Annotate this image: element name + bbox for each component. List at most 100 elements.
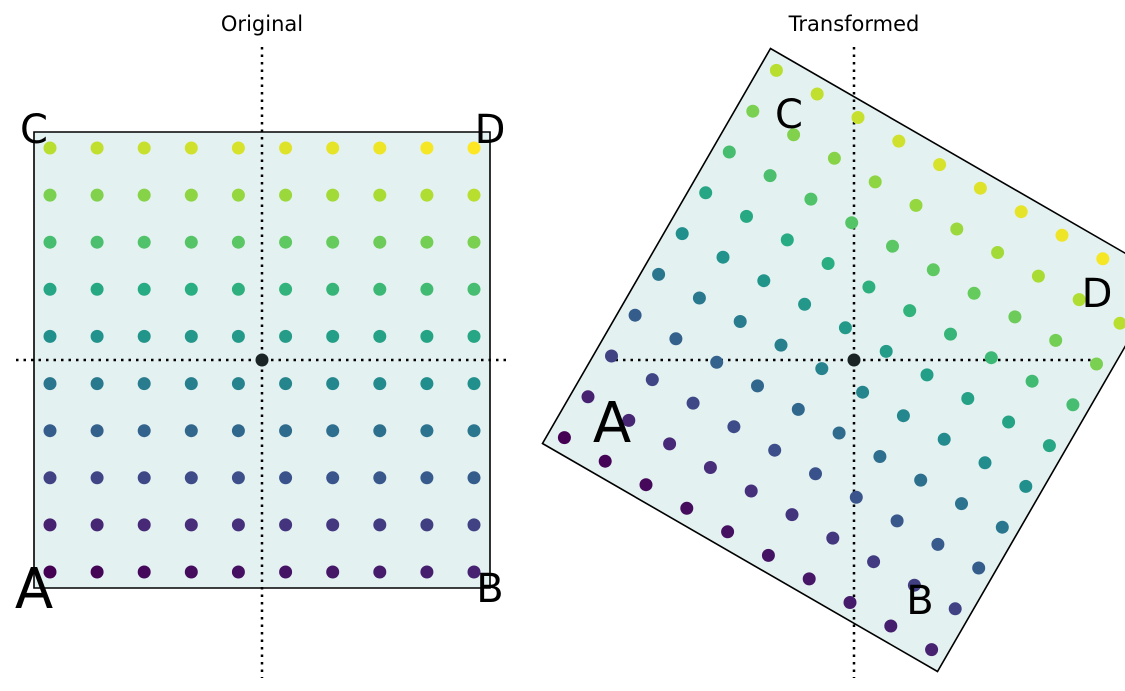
grid-point bbox=[373, 377, 387, 391]
grid-point bbox=[721, 525, 735, 539]
grid-point bbox=[727, 420, 741, 434]
grid-point bbox=[467, 471, 481, 485]
origin-marker-transformed bbox=[847, 353, 861, 367]
grid-point bbox=[279, 471, 293, 485]
grid-point bbox=[326, 141, 340, 155]
grid-point bbox=[1002, 415, 1016, 429]
panel-original: Original A B C D bbox=[15, 12, 508, 678]
grid-point bbox=[279, 565, 293, 579]
grid-point bbox=[703, 461, 717, 474]
grid-point bbox=[326, 188, 340, 202]
grid-point bbox=[1042, 439, 1056, 453]
grid-point bbox=[43, 471, 57, 485]
grid-point bbox=[420, 329, 434, 343]
grid-point bbox=[804, 192, 818, 206]
grid-point bbox=[90, 424, 104, 438]
grid-point bbox=[420, 377, 434, 391]
grid-point bbox=[373, 565, 387, 579]
grid-point bbox=[326, 282, 340, 296]
grid-point bbox=[467, 329, 481, 343]
grid-point bbox=[1025, 374, 1039, 388]
grid-point bbox=[184, 188, 198, 202]
grid-point bbox=[420, 141, 434, 155]
grid-point bbox=[231, 329, 245, 343]
grid-point bbox=[373, 188, 387, 202]
grid-point bbox=[137, 377, 151, 391]
grid-point bbox=[326, 377, 340, 391]
grid-point bbox=[810, 87, 824, 101]
grid-point bbox=[279, 188, 293, 202]
grid-point bbox=[326, 565, 340, 579]
grid-point bbox=[137, 518, 151, 532]
grid-point bbox=[231, 565, 245, 579]
grid-point bbox=[652, 267, 666, 281]
grid-point bbox=[467, 235, 481, 249]
grid-point bbox=[90, 471, 104, 485]
grid-point bbox=[856, 385, 870, 399]
grid-point bbox=[373, 141, 387, 155]
grid-point bbox=[420, 424, 434, 438]
grid-point bbox=[809, 467, 822, 481]
grid-point bbox=[780, 233, 794, 247]
grid-point bbox=[467, 141, 481, 155]
panel-transformed: Transformed A B C D bbox=[541, 12, 1125, 678]
grid-point bbox=[43, 235, 57, 249]
grid-point bbox=[43, 518, 57, 532]
grid-point bbox=[184, 141, 198, 155]
grid-point bbox=[373, 329, 387, 343]
grid-point bbox=[184, 565, 198, 579]
grid-point bbox=[733, 315, 747, 328]
grid-point bbox=[639, 478, 653, 492]
grid-point bbox=[751, 379, 764, 393]
grid-point bbox=[774, 338, 788, 352]
grid-point bbox=[849, 490, 863, 504]
grid-point bbox=[937, 432, 951, 446]
grid-point bbox=[326, 235, 340, 249]
grid-point bbox=[137, 565, 151, 579]
grid-point bbox=[909, 198, 923, 212]
grid-point bbox=[373, 235, 387, 249]
grid-point bbox=[826, 531, 840, 545]
grid-point bbox=[868, 175, 882, 189]
panel-title-original: Original bbox=[221, 12, 303, 36]
grid-point bbox=[90, 518, 104, 532]
grid-point bbox=[557, 431, 571, 445]
grid-point bbox=[279, 518, 293, 532]
grid-point bbox=[373, 424, 387, 438]
grid-point bbox=[184, 235, 198, 249]
grid-point bbox=[845, 216, 859, 230]
grid-point bbox=[467, 188, 481, 202]
grid-point bbox=[955, 497, 968, 511]
grid-point bbox=[1072, 293, 1086, 307]
corner-label-a-original: A bbox=[15, 557, 53, 622]
grid-point bbox=[279, 329, 293, 343]
grid-point bbox=[785, 508, 799, 522]
grid-point bbox=[716, 250, 730, 264]
grid-point bbox=[90, 565, 104, 579]
grid-point bbox=[843, 596, 857, 609]
grid-point bbox=[991, 246, 1005, 259]
grid-point bbox=[950, 222, 964, 236]
grid-point bbox=[886, 239, 899, 253]
grid-point bbox=[710, 355, 724, 369]
grid-point bbox=[851, 111, 865, 124]
grid-point bbox=[768, 443, 782, 457]
grid-point bbox=[1008, 310, 1022, 324]
grid-point bbox=[43, 329, 57, 343]
grid-point bbox=[761, 548, 775, 562]
grid-point bbox=[884, 619, 898, 633]
grid-point bbox=[692, 291, 706, 305]
grid-point bbox=[43, 424, 57, 438]
grid-point bbox=[420, 565, 434, 579]
grid-point bbox=[973, 181, 987, 195]
grid-point bbox=[373, 471, 387, 485]
grid-point bbox=[373, 518, 387, 532]
origin-marker-original bbox=[255, 353, 269, 367]
corner-label-a-transformed: A bbox=[593, 391, 631, 456]
grid-point bbox=[184, 518, 198, 532]
grid-point bbox=[722, 145, 736, 159]
grid-point bbox=[581, 390, 595, 404]
grid-point bbox=[420, 235, 434, 249]
grid-point bbox=[984, 351, 998, 365]
